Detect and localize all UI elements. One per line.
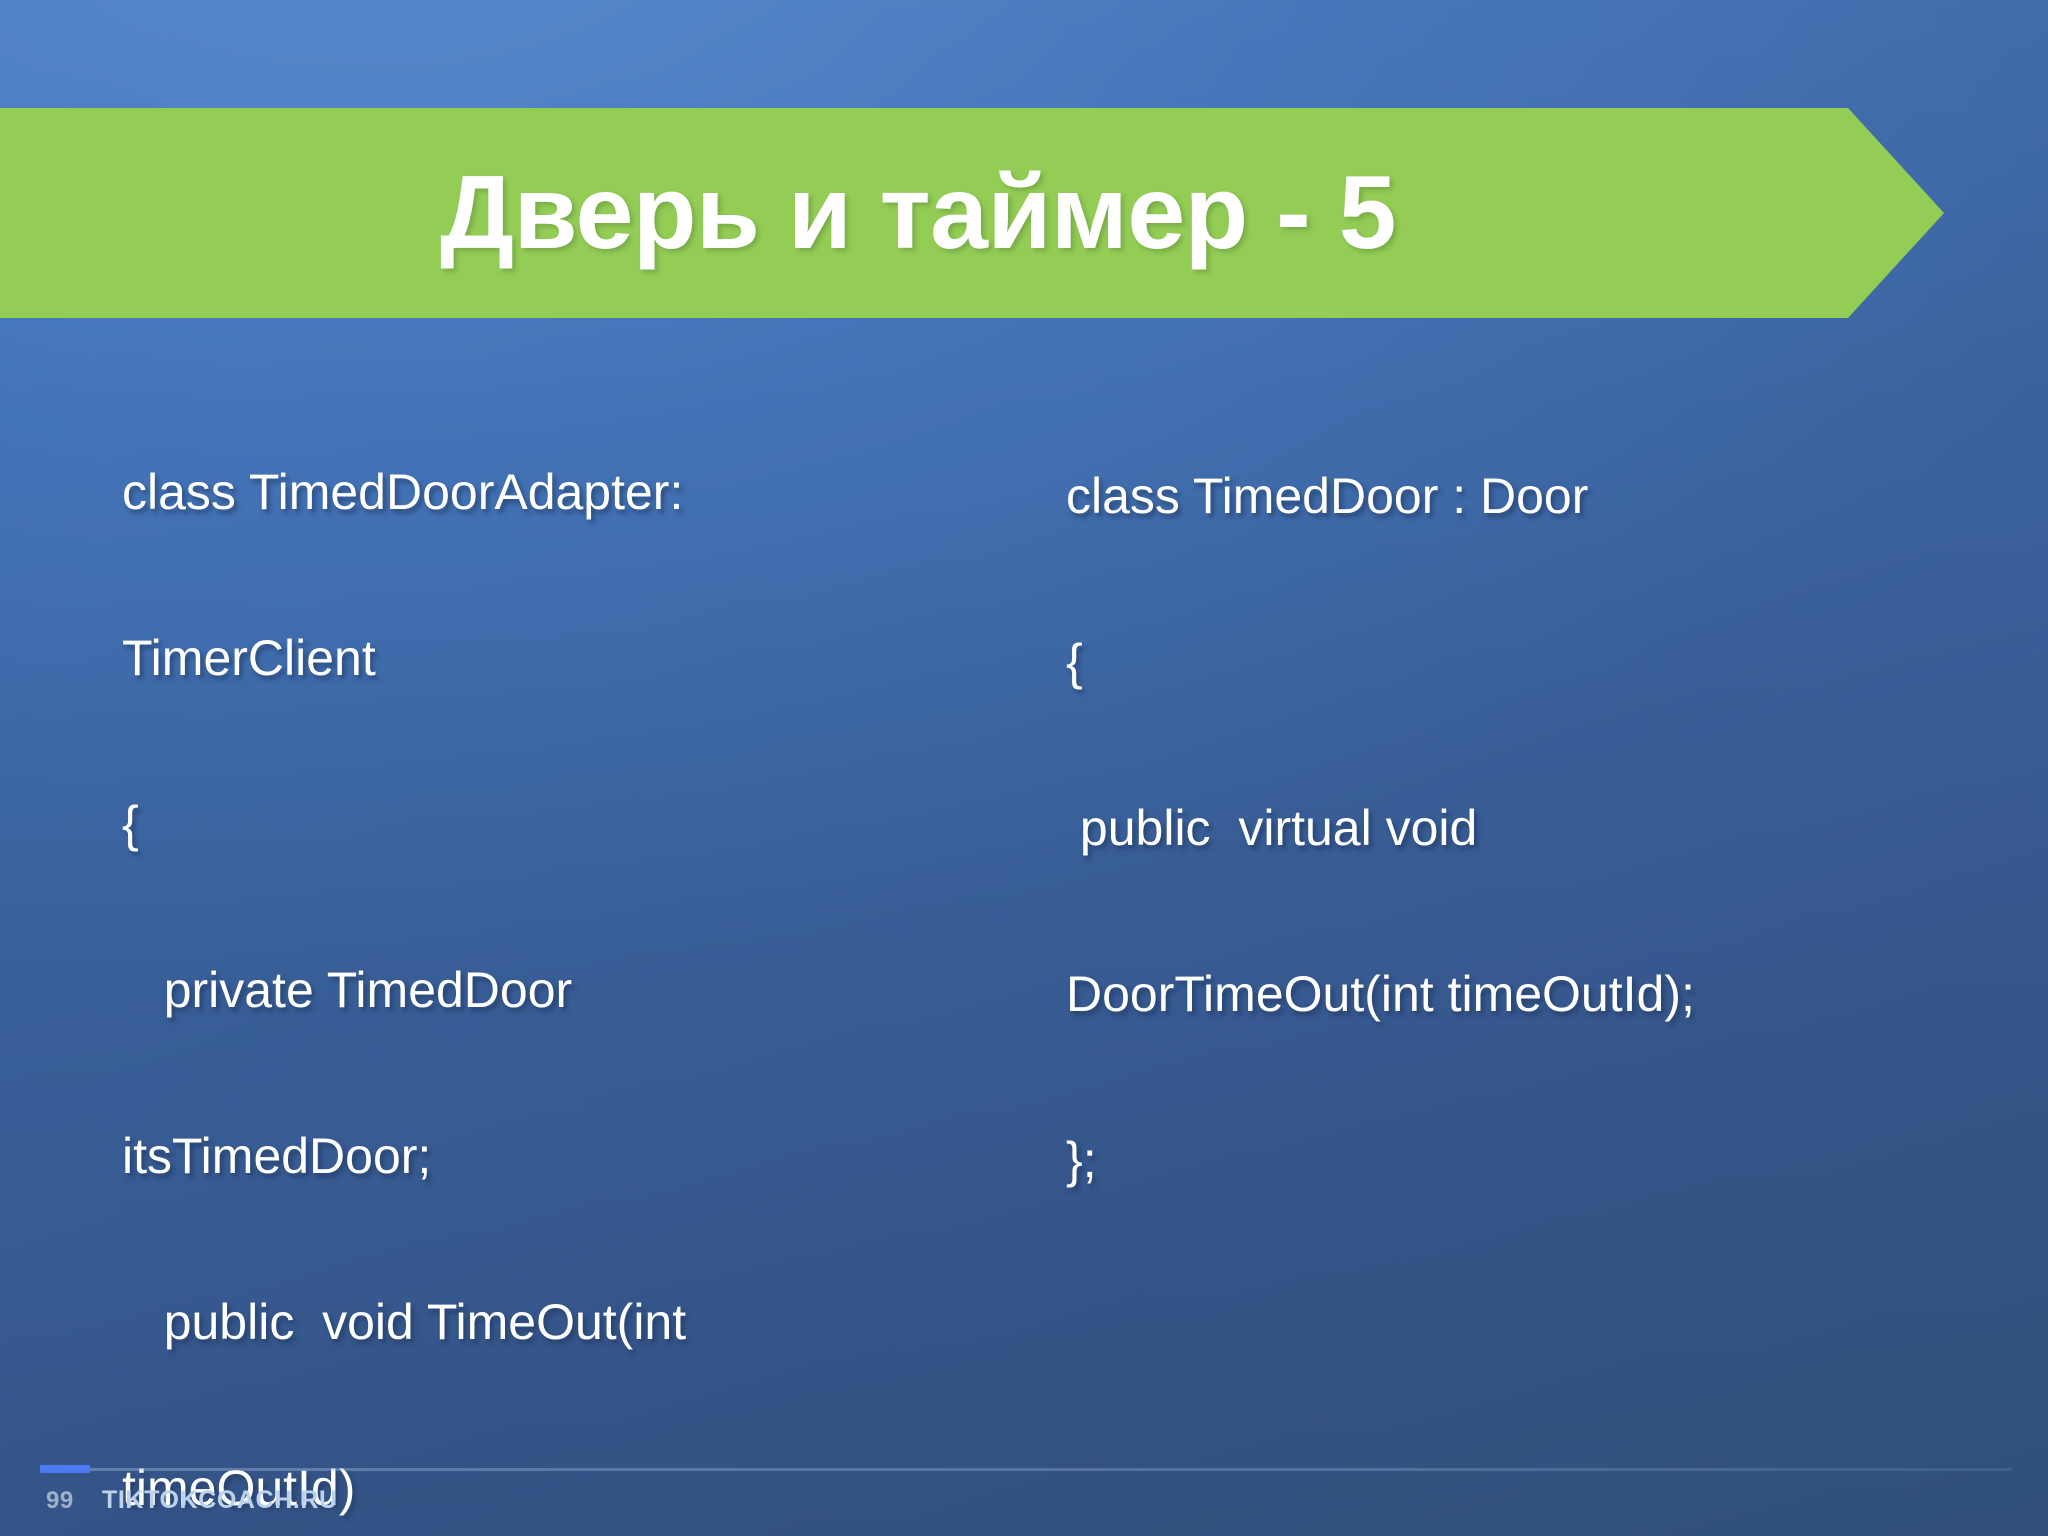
- code-block-left: class TimedDoorAdapter: TimerClient { pr…: [122, 362, 922, 1536]
- code-line: class TimedDoorAdapter:: [122, 464, 684, 520]
- code-block-right: class TimedDoor : Door { public virtual …: [1066, 366, 1946, 1300]
- code-line: itsTimedDoor;: [122, 1128, 432, 1184]
- code-line: DoorTimeOut(int timeOutId);: [1066, 966, 1695, 1022]
- footer-page-number: 99: [46, 1487, 74, 1514]
- code-line: public void TimeOut(int: [122, 1294, 687, 1350]
- code-line: TimerClient: [122, 630, 376, 686]
- footer-brand-label: TIKTOKCOACH.RU: [102, 1486, 338, 1514]
- footer-accent-bar: [40, 1465, 90, 1473]
- code-line: class TimedDoor : Door: [1066, 468, 1589, 524]
- page-title: Дверь и таймер - 5: [440, 155, 1396, 271]
- code-line: {: [1066, 634, 1083, 690]
- code-line: {: [122, 796, 139, 852]
- title-banner-arrow: Дверь и таймер - 5: [0, 108, 1944, 318]
- code-line: public virtual void: [1066, 800, 1478, 856]
- code-line: private TimedDoor: [122, 962, 573, 1018]
- code-line: };: [1066, 1132, 1097, 1188]
- code-line: timeOutId): [122, 1460, 356, 1516]
- footer-divider: [40, 1468, 2012, 1471]
